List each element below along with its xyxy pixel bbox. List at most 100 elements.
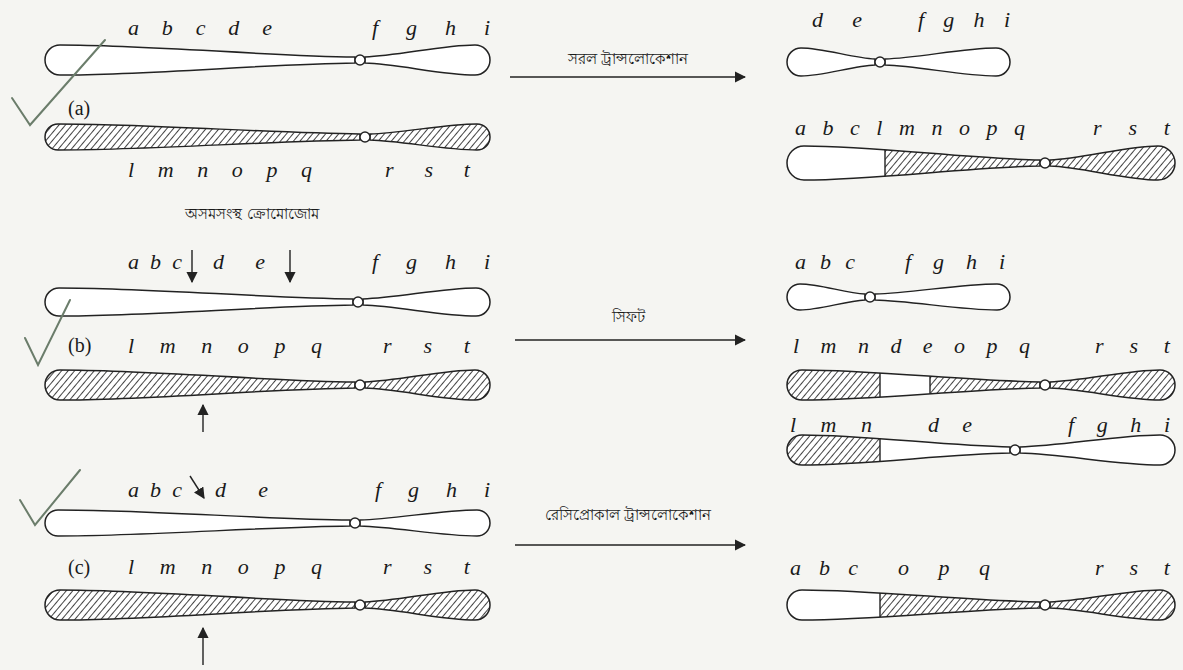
chromosome-arm xyxy=(45,510,350,536)
chromosome-outline xyxy=(787,435,1010,465)
chromosome-arm xyxy=(787,284,865,310)
chromosome-arm xyxy=(360,510,490,536)
centromere xyxy=(1010,445,1020,455)
arrow xyxy=(190,476,204,498)
chromosome-outline xyxy=(365,370,490,400)
gene-letters: l m n o p q xyxy=(128,555,322,579)
centromere xyxy=(350,518,360,528)
gene-letters: d e xyxy=(928,413,972,437)
chromosome xyxy=(787,355,1175,415)
centromere xyxy=(865,292,875,302)
hatched-segment xyxy=(45,355,490,415)
chromosome xyxy=(45,510,490,536)
arrow xyxy=(289,250,290,282)
hatched-segment xyxy=(787,355,880,415)
gene-letters: a b c xyxy=(795,250,855,274)
hatched-segment xyxy=(880,575,1175,635)
gene-letters: f g h i xyxy=(918,8,1010,32)
centromere xyxy=(1040,600,1050,610)
gene-letters: r s t xyxy=(1095,334,1170,358)
gene-letters: f g h i xyxy=(1068,413,1170,437)
gene-letters: r s t xyxy=(383,334,470,358)
gene-letters: l m n d e o p q xyxy=(793,334,1030,358)
arrow xyxy=(202,405,203,432)
segment-border xyxy=(879,575,880,635)
chromosome-outline xyxy=(363,288,490,316)
centromere xyxy=(875,57,885,67)
chromosome xyxy=(45,45,490,75)
hatched-segment xyxy=(930,355,1175,415)
gene-letters: a b c xyxy=(790,556,858,580)
chromosome xyxy=(45,111,490,163)
chromosome-outline xyxy=(365,590,490,620)
chromosome-arm xyxy=(1020,435,1175,465)
gene-letters: f g h i xyxy=(372,16,490,40)
centromere xyxy=(1040,158,1050,168)
chromosome-caption: অসমসংস্থ ক্রোমোজোম xyxy=(185,205,319,225)
gene-letters: r s t xyxy=(385,158,470,182)
gene-letters: a b c d e xyxy=(128,16,272,40)
arrow xyxy=(515,339,745,340)
chromosome-outline xyxy=(787,48,875,76)
gene-letters: f g h i xyxy=(375,478,490,502)
chromosome-arm xyxy=(45,45,355,75)
chromosome-arm xyxy=(45,288,353,316)
centromere xyxy=(355,600,365,610)
chromosome-outline xyxy=(885,48,1010,76)
chromosome-arm xyxy=(363,288,490,316)
centromere xyxy=(355,380,365,390)
chromosome-outline xyxy=(45,370,355,400)
chromosome-arm xyxy=(787,48,875,76)
chromosome xyxy=(787,575,1175,635)
centromere xyxy=(360,132,370,142)
gene-letters: r s t xyxy=(383,555,470,579)
panel-label: (a) xyxy=(68,97,90,119)
arrow-label: সিফট xyxy=(612,308,645,328)
arrow-label: সরল ট্রান্সলোকেশান xyxy=(568,50,689,70)
gene-letters: a b c xyxy=(128,478,182,502)
segment-border xyxy=(929,355,930,415)
centromere xyxy=(353,297,363,307)
chromosome-outline xyxy=(1020,435,1175,465)
panel-label: (b) xyxy=(68,334,91,356)
hatched-segment xyxy=(45,575,490,635)
chromosome-arm xyxy=(885,48,1010,76)
chromosome-outline xyxy=(1050,370,1175,400)
gene-letters: d e xyxy=(213,250,265,274)
chromosome-outline xyxy=(45,288,353,316)
chromosome xyxy=(45,288,490,316)
segment-border xyxy=(879,355,880,415)
hatched-segment xyxy=(45,111,490,163)
chromosome xyxy=(787,48,1010,76)
gene-letters: r s t xyxy=(1093,116,1170,140)
chromosome-outline xyxy=(360,510,490,536)
gene-letters: l m n o p q xyxy=(128,334,322,358)
chromosome-outline xyxy=(45,45,355,75)
arrow xyxy=(510,76,745,77)
panel-label: (c) xyxy=(68,556,90,578)
chromosome-outline xyxy=(787,370,1040,400)
gene-letters: l m n xyxy=(790,413,872,437)
chromosome-arm xyxy=(365,45,490,75)
chromosome-outline xyxy=(45,590,355,620)
arrow xyxy=(515,544,745,545)
pen-tick xyxy=(25,300,70,365)
chromosome-outline xyxy=(787,590,1040,620)
pen-tick xyxy=(12,40,105,125)
chromosome-outline xyxy=(365,45,490,75)
chromosome-outline xyxy=(1050,590,1175,620)
arrow xyxy=(191,250,192,282)
segment-border xyxy=(879,420,880,480)
centromere xyxy=(355,55,365,65)
gene-letters: d e xyxy=(215,478,268,502)
centromere xyxy=(1040,380,1050,390)
chromosome xyxy=(45,575,490,635)
arrow xyxy=(202,628,203,665)
chromosome-outline xyxy=(1050,146,1175,180)
gene-letters: f g h i xyxy=(372,250,490,274)
gene-letters: l m n o p q xyxy=(128,158,312,182)
chromosome-outline xyxy=(370,124,490,150)
chromosome-outline xyxy=(875,284,1010,310)
